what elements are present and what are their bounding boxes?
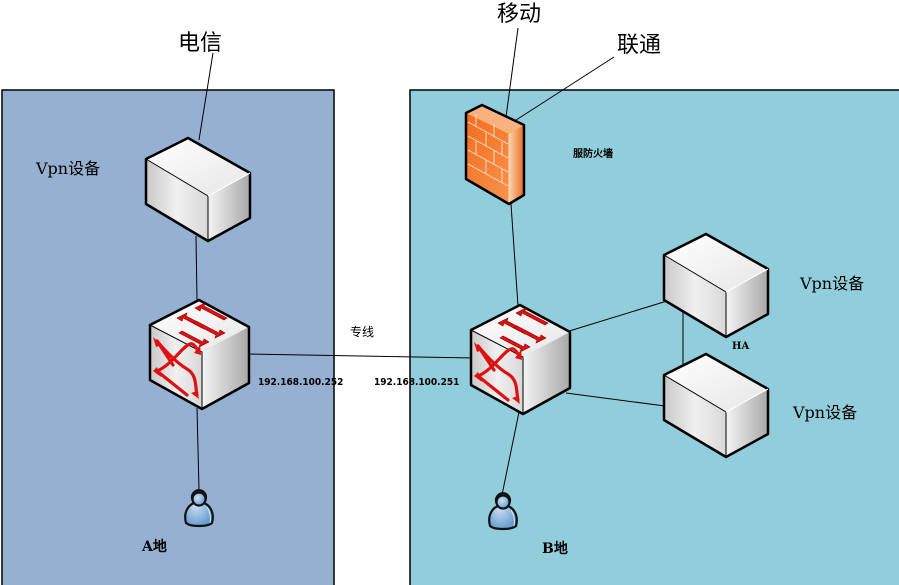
ha-label: HA <box>732 341 749 352</box>
link-mobile-firewall <box>505 27 519 118</box>
zone-b-label: B地 <box>542 540 568 557</box>
link-vpn-a-switch-a <box>195 235 198 301</box>
link-switch-b-user-b <box>501 411 520 496</box>
link-leased-line <box>247 353 476 359</box>
isp-mobile-label: 移动 <box>497 2 541 27</box>
vpn-device-b2-label: Vpn设备 <box>792 403 857 422</box>
firewall-icon <box>464 103 526 206</box>
link-switch-b-vpn-b2 <box>565 392 666 407</box>
isp-telecom-label: 电信 <box>178 31 222 56</box>
firewall-label: 服防火墙 <box>573 147 613 160</box>
isp-unicom-label: 联通 <box>617 33 661 58</box>
zone-a-label: A地 <box>141 538 167 555</box>
vpn-device-b1-label: Vpn设备 <box>799 274 864 293</box>
link-firewall-switch-b <box>510 203 519 307</box>
link-unicom-firewall <box>512 56 615 123</box>
link-switch-b-vpn-b1 <box>565 300 668 333</box>
ip-address-b: 192.168.100.251 <box>374 377 459 388</box>
ip-address-a: 192.168.100.252 <box>258 377 343 388</box>
link-telecom-vpn-a <box>198 52 214 141</box>
vpn-device-a-label: Vpn设备 <box>35 159 100 178</box>
leased-line-label: 专线 <box>350 324 374 339</box>
link-switch-a-user-a <box>196 407 200 491</box>
